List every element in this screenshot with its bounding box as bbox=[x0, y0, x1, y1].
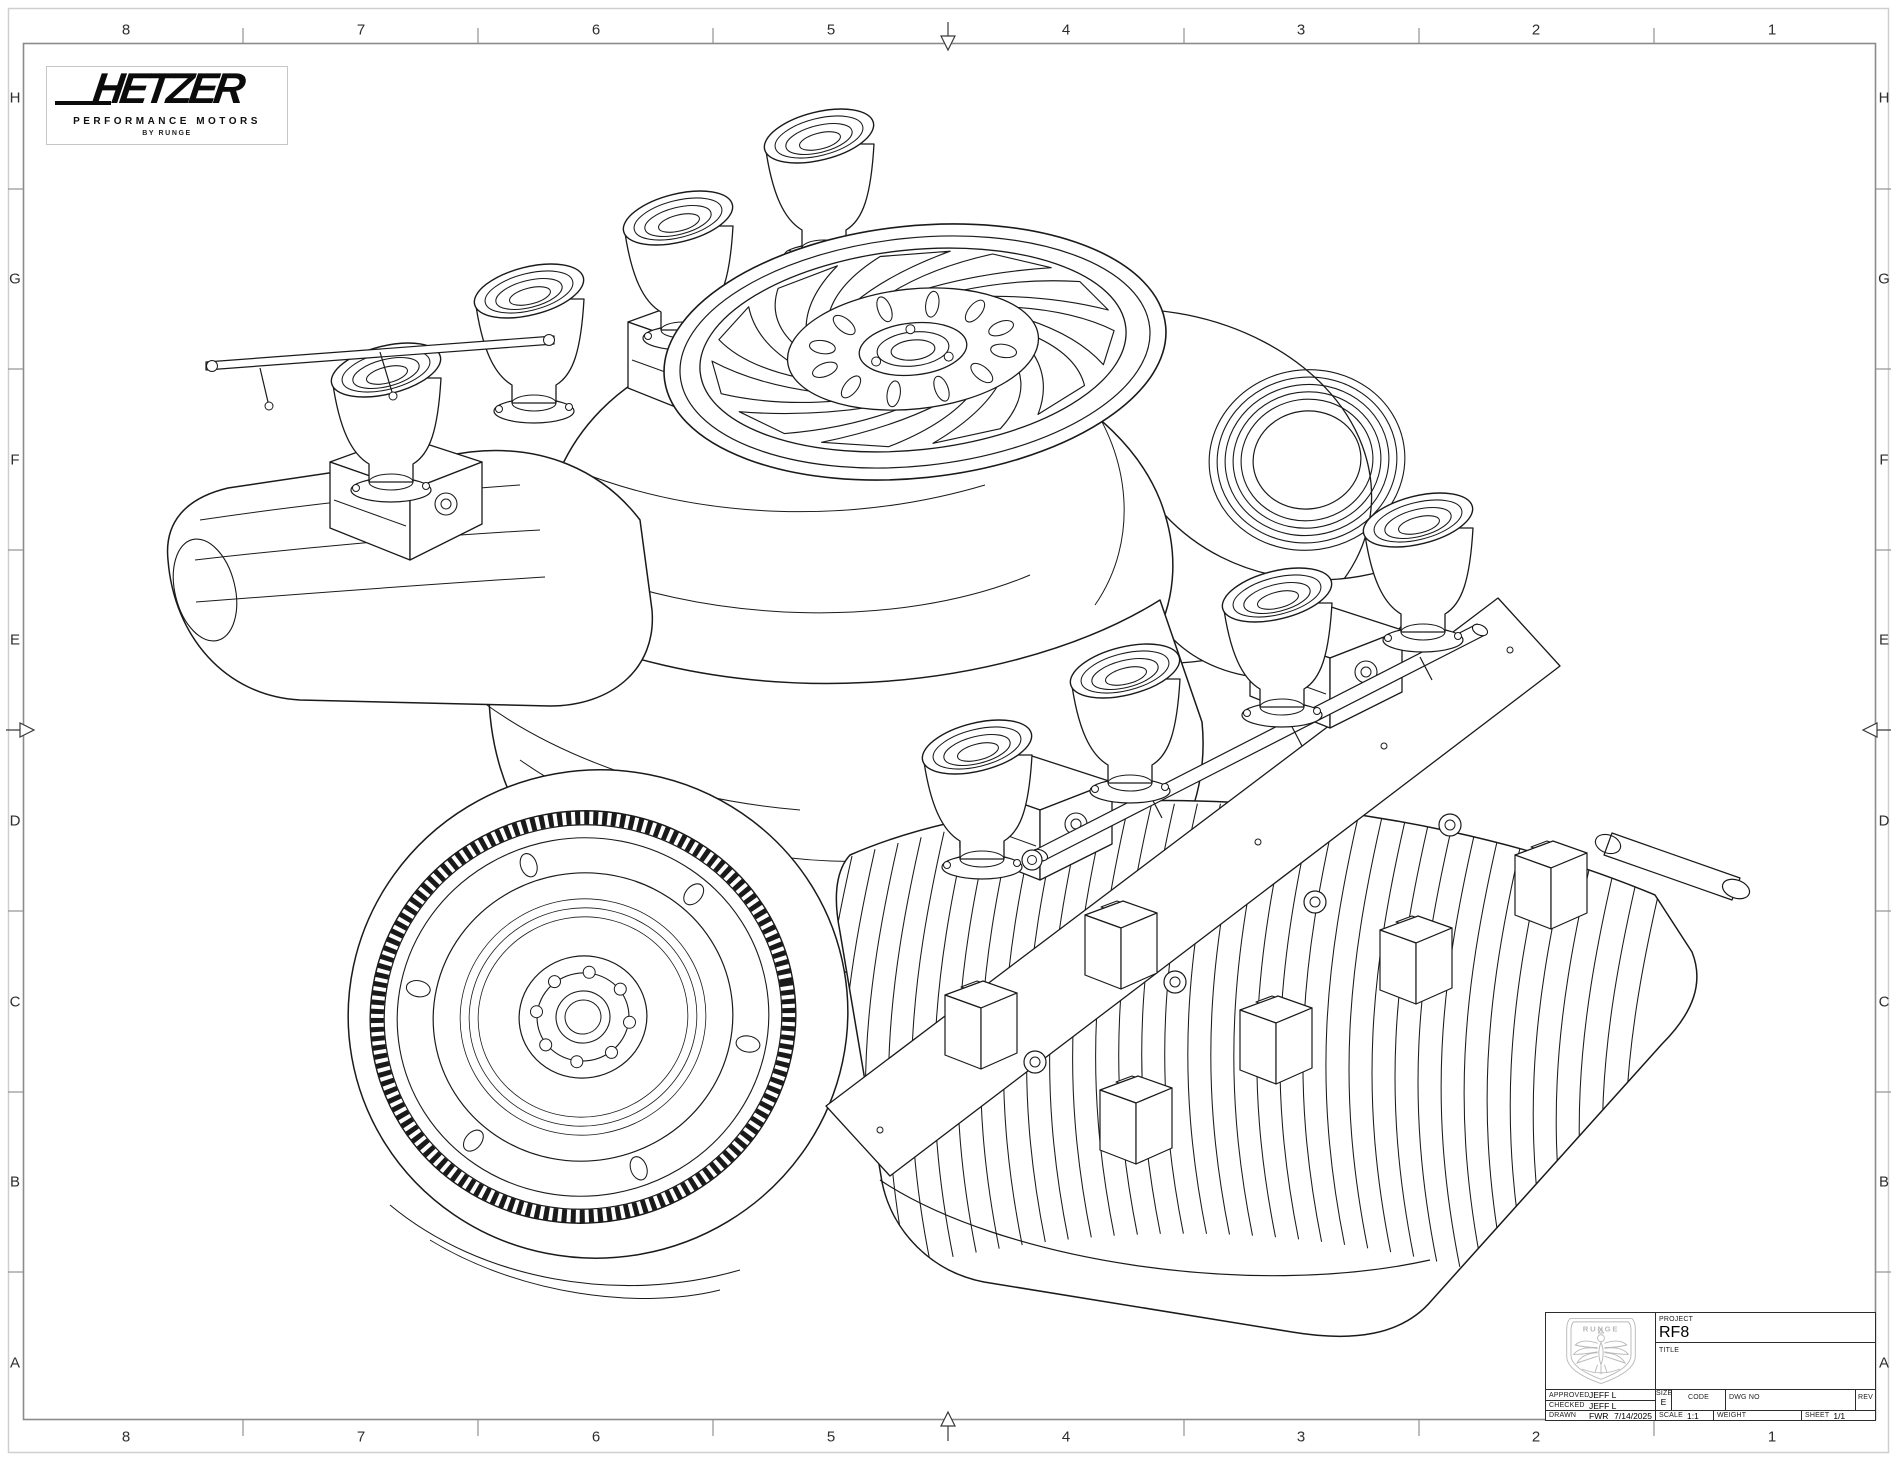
zone-col-top-7: 7 bbox=[356, 21, 366, 39]
zone-col-top-8: 8 bbox=[121, 21, 131, 39]
approved-label: APPROVED bbox=[1549, 1391, 1590, 1399]
zone-row-left-C: C bbox=[9, 993, 21, 1011]
title-block-weight-cell: WEIGHT bbox=[1713, 1410, 1802, 1421]
zone-col-bottom-2: 2 bbox=[1531, 1428, 1541, 1446]
zone-col-bottom-4: 4 bbox=[1061, 1428, 1071, 1446]
project-label: PROJECT bbox=[1659, 1316, 1694, 1323]
rev-label: REV bbox=[1858, 1394, 1873, 1401]
center-arrow-left-icon bbox=[1861, 722, 1878, 738]
title-block: RUNGE PROJECT RF8 TITLE APPROVED bbox=[1545, 1312, 1876, 1421]
zone-row-right-D: D bbox=[1878, 812, 1890, 830]
throttle-linkage bbox=[205, 334, 555, 411]
zone-row-left-H: H bbox=[9, 89, 21, 107]
cooling-fan bbox=[663, 223, 1167, 481]
title-block-code-cell: CODE bbox=[1671, 1389, 1726, 1411]
title-label: TITLE bbox=[1659, 1347, 1680, 1354]
zone-row-left-A: A bbox=[9, 1354, 21, 1372]
zone-col-bottom-3: 3 bbox=[1296, 1428, 1306, 1446]
size-value: E bbox=[1660, 1397, 1667, 1407]
zone-col-bottom-1: 1 bbox=[1767, 1428, 1777, 1446]
zone-col-top-4: 4 bbox=[1061, 21, 1071, 39]
sheet-value: 1/1 bbox=[1833, 1410, 1846, 1421]
title-block-project-cell: PROJECT RF8 bbox=[1655, 1312, 1876, 1343]
title-block-dwgno-cell: DWG NO bbox=[1725, 1389, 1856, 1411]
scale-value: 1:1 bbox=[1686, 1410, 1699, 1421]
front-stacks bbox=[921, 492, 1474, 880]
drawn-label: DRAWN bbox=[1549, 1412, 1577, 1419]
zone-col-bottom-7: 7 bbox=[356, 1428, 366, 1446]
zone-row-right-B: B bbox=[1878, 1173, 1890, 1191]
title-block-drawn-cell: DRAWN FWR 7/14/2025 bbox=[1545, 1410, 1656, 1421]
title-block-crest-cell: RUNGE bbox=[1545, 1312, 1656, 1390]
zone-row-right-C: C bbox=[1878, 993, 1890, 1011]
approved-value: JEFF L bbox=[1589, 1390, 1617, 1400]
center-arrow-down-icon bbox=[940, 35, 956, 52]
size-label: SIZE bbox=[1656, 1390, 1672, 1397]
zone-col-top-2: 2 bbox=[1531, 21, 1541, 39]
sheet-label: SHEET bbox=[1805, 1412, 1830, 1419]
title-block-title-cell: TITLE bbox=[1655, 1342, 1876, 1390]
breather-pipe bbox=[1594, 832, 1751, 901]
checked-label: CHECKED bbox=[1549, 1402, 1585, 1409]
zone-row-right-E: E bbox=[1878, 631, 1890, 649]
runge-eagle-crest-icon: RUNGE bbox=[1565, 1317, 1636, 1385]
title-block-size-cell: SIZE E bbox=[1655, 1389, 1672, 1411]
scale-label: SCALE bbox=[1659, 1412, 1683, 1419]
drawn-value: FWR bbox=[1589, 1410, 1609, 1421]
logo-byline: BY RUNGE bbox=[142, 130, 192, 137]
zone-col-bottom-8: 8 bbox=[121, 1428, 131, 1446]
zone-row-left-E: E bbox=[9, 631, 21, 649]
title-block-scale-cell: SCALE 1:1 bbox=[1655, 1410, 1714, 1421]
drawn-date: 7/14/2025 bbox=[1614, 1410, 1652, 1421]
ignition-coils bbox=[944, 840, 1588, 1165]
zone-row-right-A: A bbox=[1878, 1354, 1890, 1372]
zone-row-right-G: G bbox=[1878, 270, 1890, 288]
zone-row-left-D: D bbox=[9, 812, 21, 830]
zone-row-right-F: F bbox=[1879, 451, 1889, 469]
code-label: CODE bbox=[1687, 1394, 1710, 1401]
zone-col-top-1: 1 bbox=[1767, 21, 1777, 39]
spark-plug-bosses bbox=[1023, 813, 1462, 1074]
zone-col-bottom-5: 5 bbox=[826, 1428, 836, 1446]
dwg-no-label: DWG NO bbox=[1729, 1394, 1760, 1401]
zone-col-top-3: 3 bbox=[1296, 21, 1306, 39]
logo-strike-line bbox=[55, 101, 111, 105]
logo-subtitle: PERFORMANCE MOTORS bbox=[73, 116, 261, 127]
zone-ticks bbox=[8, 28, 1891, 1436]
crest-text: RUNGE bbox=[1582, 1324, 1618, 1333]
center-arrow-right-icon bbox=[19, 722, 36, 738]
weight-label: WEIGHT bbox=[1717, 1412, 1747, 1419]
checked-value: JEFF L bbox=[1589, 1400, 1617, 1411]
title-block-rev-cell: REV bbox=[1855, 1389, 1876, 1411]
zone-col-top-6: 6 bbox=[591, 21, 601, 39]
title-block-sheet-cell: SHEET 1/1 bbox=[1801, 1410, 1876, 1421]
project-value: RF8 bbox=[1659, 1324, 1690, 1341]
center-mark-arrows bbox=[6, 22, 1891, 1441]
logo-wordmark: HETZER bbox=[89, 65, 245, 113]
zone-col-bottom-6: 6 bbox=[591, 1428, 601, 1446]
flywheel bbox=[369, 810, 797, 1299]
zone-row-left-G: G bbox=[9, 270, 21, 288]
zone-row-right-H: H bbox=[1878, 89, 1890, 107]
zone-row-left-F: F bbox=[10, 451, 20, 469]
company-logo: HETZER PERFORMANCE MOTORS BY RUNGE bbox=[46, 65, 288, 145]
zone-row-left-B: B bbox=[9, 1173, 21, 1191]
zone-col-top-5: 5 bbox=[826, 21, 836, 39]
center-arrow-up-icon bbox=[940, 1410, 956, 1427]
